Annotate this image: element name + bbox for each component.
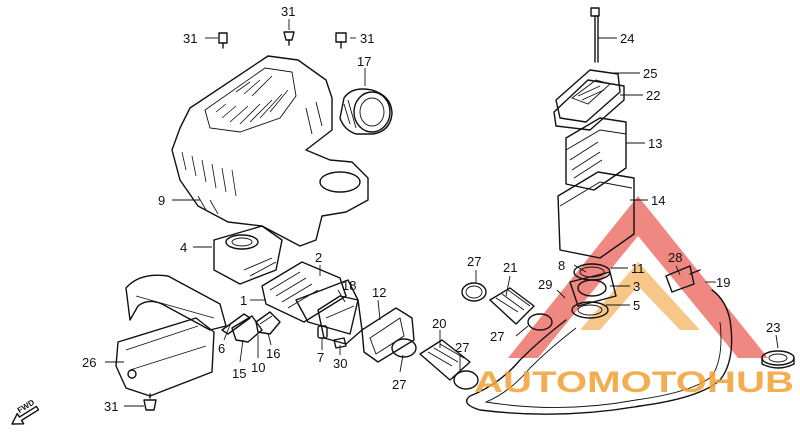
filter-element-part-13 [565, 117, 627, 191]
air-cover-intake-hole [319, 171, 361, 193]
rubber-part-21 [489, 287, 535, 325]
callout-27-b: 27 [490, 329, 504, 344]
callout-31-b: 31 [281, 4, 295, 19]
callout-31-c: 31 [360, 31, 374, 46]
callout-1: 1 [240, 293, 247, 308]
callout-14: 14 [651, 193, 665, 208]
callout-27-d: 27 [392, 377, 406, 392]
holder-part-4 [213, 225, 283, 285]
callout-31-d: 31 [104, 399, 118, 414]
air-box-part-26 [115, 274, 227, 397]
callout-27-a: 27 [467, 254, 481, 269]
watermark-text: AUTOMOTOHUB [474, 366, 794, 399]
grommet-part-23 [761, 350, 795, 369]
bolt-part-31-b [283, 31, 295, 46]
screw-part-30 [333, 337, 347, 349]
callout-29: 29 [538, 277, 552, 292]
watermark-triangle-outer [508, 196, 768, 358]
callout-4: 4 [180, 240, 187, 255]
callout-23: 23 [766, 320, 780, 335]
duct-part-2 [261, 261, 359, 335]
air-cleaner-cap-part-25 [555, 69, 621, 123]
pin-part-7 [317, 325, 328, 339]
callout-labels: 31 31 31 31 17 24 25 22 13 14 9 4 2 1 18… [82, 4, 780, 414]
callout-31-a: 31 [183, 31, 197, 46]
intake-elbow-part-17 [339, 88, 393, 135]
body-part-11-3 [569, 271, 617, 307]
callout-24: 24 [620, 31, 634, 46]
plate-part-15 [231, 315, 263, 343]
callout-8: 8 [558, 258, 565, 273]
fwd-arrow: FWD [11, 398, 40, 425]
callout-5: 5 [633, 298, 640, 313]
rubber-part-20 [419, 339, 471, 381]
callout-17: 17 [357, 54, 371, 69]
band-part-27-d [453, 370, 479, 390]
callout-9: 9 [158, 193, 165, 208]
band-part-27-b [527, 313, 553, 331]
air-cover-part-9 [171, 55, 369, 247]
watermark-triangle-inner [580, 262, 700, 330]
callout-28: 28 [668, 250, 682, 265]
callout-30: 30 [333, 356, 347, 371]
callout-15: 15 [232, 366, 246, 381]
clip-part-6 [221, 313, 251, 335]
callout-2: 2 [315, 250, 322, 265]
callout-16: 16 [266, 346, 280, 361]
callout-21: 21 [503, 260, 517, 275]
bolt-part-31-a [218, 32, 228, 49]
callout-26: 26 [82, 355, 96, 370]
bolt-part-31-d [143, 393, 157, 411]
leader-lines [105, 19, 779, 407]
callout-7: 7 [317, 350, 324, 365]
plate-part-16 [255, 311, 281, 335]
callout-19: 19 [716, 275, 730, 290]
bolt-part-31-c [335, 32, 347, 49]
band-part-27-a [461, 282, 487, 302]
callout-27-c: 27 [455, 340, 469, 355]
band-part-27-c [391, 338, 417, 358]
callout-22: 22 [646, 88, 660, 103]
flange-part-12 [361, 307, 415, 363]
gasket-part-5 [571, 301, 609, 319]
callout-11: 11 [631, 261, 645, 276]
callout-18: 18 [342, 278, 356, 293]
callout-6: 6 [218, 341, 225, 356]
callout-20: 20 [432, 316, 446, 331]
callout-10: 10 [251, 360, 265, 375]
callout-12: 12 [372, 285, 386, 300]
watermark-logo [508, 196, 768, 358]
filter-housing-part-14 [557, 171, 635, 259]
tube-part-19 [466, 289, 733, 415]
air-cover-grille [215, 75, 289, 125]
sensor-part-28 [665, 265, 701, 293]
air-cover-side-ribs [181, 151, 237, 215]
callout-13: 13 [648, 136, 662, 151]
gasket-part-22 [553, 79, 625, 131]
watermark-text-group: AUTOMOTOHUB [474, 366, 794, 399]
callout-25: 25 [643, 66, 657, 81]
duct-part-18 [317, 295, 363, 345]
long-bolt-part-24 [590, 7, 600, 63]
callout-3: 3 [633, 279, 640, 294]
